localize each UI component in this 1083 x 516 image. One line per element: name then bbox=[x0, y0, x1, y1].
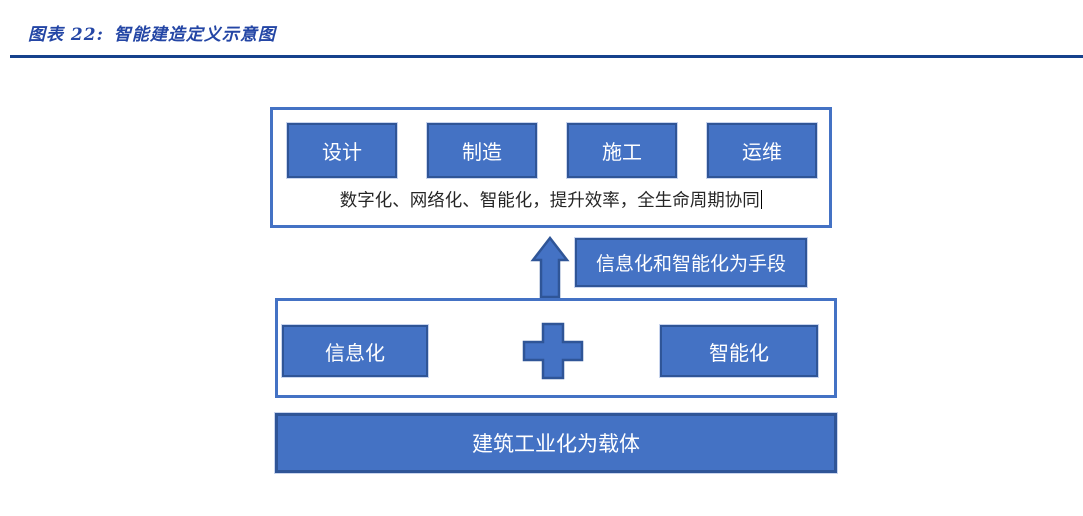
lifecycle-caption: 数字化、网络化、智能化，提升效率，全生命周期协同 bbox=[273, 187, 829, 212]
means-container: 信息化 智能化 bbox=[275, 298, 837, 398]
figure-title-text: 智能建造定义示意图 bbox=[113, 25, 276, 45]
arrow-label-box: 信息化和智能化为手段 bbox=[575, 238, 807, 287]
carrier-box: 建筑工业化为载体 bbox=[275, 413, 837, 473]
lifecycle-caption-text: 数字化、网络化、智能化，提升效率，全生命周期协同 bbox=[339, 190, 760, 210]
figure-number-label: 图表 22: bbox=[28, 25, 104, 45]
stage-box-design: 设计 bbox=[287, 123, 397, 178]
stage-box-construction: 施工 bbox=[567, 123, 677, 178]
stage-box-operation: 运维 bbox=[707, 123, 817, 178]
up-arrow-icon bbox=[530, 236, 570, 299]
intelligentization-box: 智能化 bbox=[660, 325, 818, 377]
stage-label: 施工 bbox=[602, 142, 642, 164]
plus-icon bbox=[522, 322, 584, 380]
header-divider-line bbox=[10, 55, 1083, 58]
figure-title: 图表 22: 智能建造定义示意图 bbox=[28, 20, 276, 45]
intelligentization-label: 智能化 bbox=[709, 342, 769, 365]
stage-label: 制造 bbox=[462, 142, 502, 164]
stage-label: 设计 bbox=[322, 142, 362, 164]
text-cursor bbox=[760, 190, 763, 209]
informatization-box: 信息化 bbox=[282, 325, 428, 377]
arrow-label-text: 信息化和智能化为手段 bbox=[595, 254, 786, 275]
lifecycle-container: 设计 制造 施工 运维 数字化、网络化、智能化，提升效率，全生命周期协同 bbox=[270, 107, 832, 228]
carrier-label: 建筑工业化为载体 bbox=[472, 433, 640, 456]
informatization-label: 信息化 bbox=[325, 342, 385, 365]
stage-box-manufacture: 制造 bbox=[427, 123, 537, 178]
stage-label: 运维 bbox=[742, 142, 782, 164]
